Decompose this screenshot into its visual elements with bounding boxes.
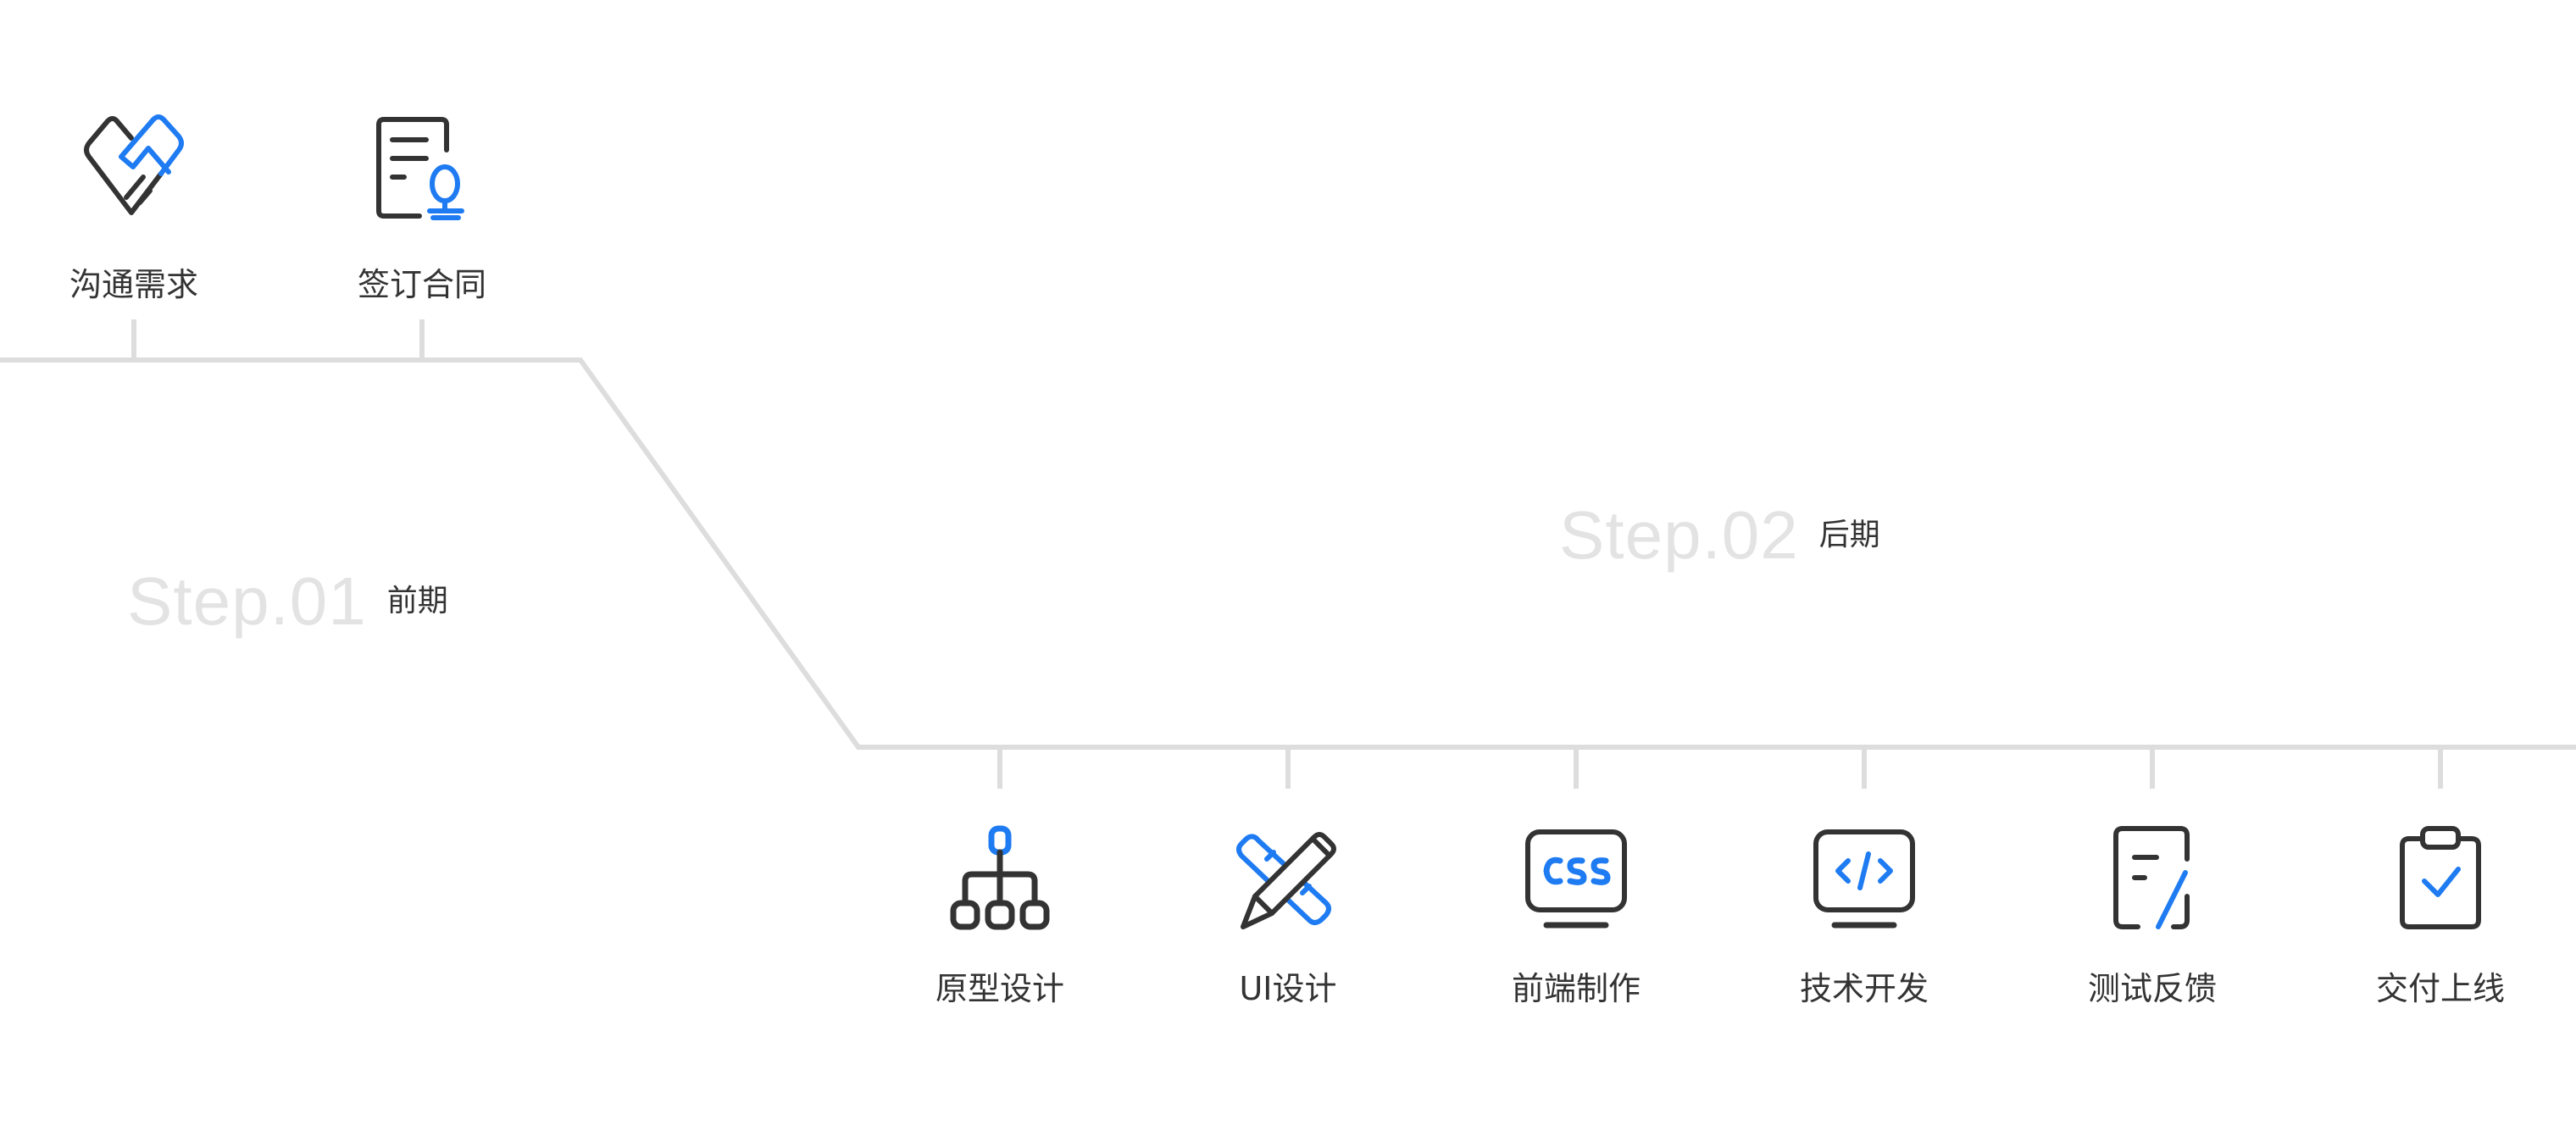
timeline-tick [997,750,1002,789]
phase-name: 后期 [1818,518,1880,552]
phase-name: 前期 [386,584,448,618]
timeline-tick [1285,750,1291,789]
code-monitor-icon [1813,829,1915,929]
timeline-tick [1862,750,1867,789]
step-item-test-feedback: 测试反馈 [2051,823,2254,1005]
step-label: 交付上线 [2375,970,2505,1007]
step-label: 沟通需求 [69,266,198,303]
step-label: 技术开发 [1799,970,1929,1007]
step-label: 前端制作 [1511,970,1641,1007]
css-monitor-icon [1525,829,1627,929]
timeline-tick [2438,750,2443,789]
step-label: 原型设计 [935,970,1064,1007]
test-document-icon [2113,826,2190,929]
step-item-communicate-requirements: 沟通需求 [32,114,236,301]
step-item-sign-contract: 签订合同 [320,114,524,301]
timeline-tick [2150,750,2155,789]
step-label: UI设计 [1239,970,1337,1007]
handshake-icon [84,114,184,215]
phase-late: Step.02 后期 [1559,502,1880,569]
step-item-technical-development: 技术开发 [1763,823,1966,1005]
pencil-ruler-icon [1236,832,1336,929]
clipboard-check-icon [2400,826,2481,929]
contract-seal-icon [376,117,464,220]
step-label: 签订合同 [357,266,486,303]
step-watermark: Step.02 [1559,497,1799,573]
timeline-tick [419,319,425,360]
sitemap-icon [950,825,1050,930]
phase-early: Step.01 前期 [127,568,448,635]
step-label: 测试反馈 [2087,970,2217,1007]
timeline-tick [131,319,136,360]
step-item-ui-design: UI设计 [1186,823,1390,1005]
timeline-tick [1574,750,1579,789]
css-glyph [1543,856,1611,885]
step-item-prototype-design: 原型设计 [898,823,1102,1005]
step-watermark: Step.01 [127,563,367,639]
step-item-delivery-launch: 交付上线 [2339,823,2542,1005]
step-item-frontend-development: 前端制作 [1474,823,1678,1005]
